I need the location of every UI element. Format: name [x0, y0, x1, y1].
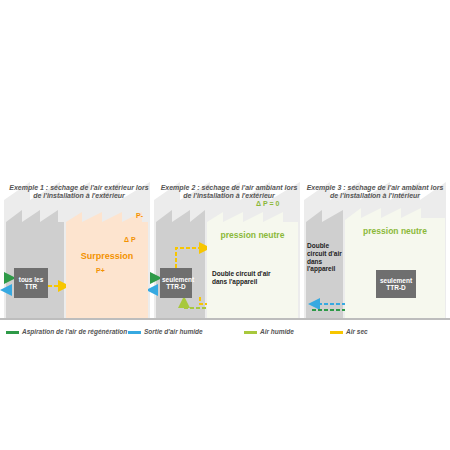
example-heading: Exemple 1 : séchage de l'air extérieur l…	[6, 184, 152, 201]
legend-swatch	[244, 331, 257, 334]
example-heading: Exemple 3 : séchage de l'air ambiant lor…	[304, 184, 446, 201]
pressure-label: P+	[96, 267, 116, 275]
note-text: Double circuit d'air dans l'appareil	[307, 242, 343, 273]
note-text: Double circuit d'air dans l'appareil	[212, 270, 286, 286]
legend-text: Aspiration de l'air de régénération	[22, 328, 127, 335]
node-text: tous les TTR	[16, 276, 46, 291]
air-connector	[176, 248, 207, 268]
room-neutral: pression neutre seulement TTR-D	[345, 223, 445, 318]
pressure-label: Δ P	[124, 236, 148, 244]
legend-text: Air sec	[346, 328, 368, 335]
pressure-label: P-	[136, 212, 150, 220]
legend-swatch	[6, 331, 19, 334]
device-box: seulement TTR-D	[160, 268, 192, 298]
legend-swatch	[128, 331, 141, 334]
example-heading: Exemple 2 : séchage de l'air ambiant lor…	[156, 184, 302, 201]
node-text: Surpression	[68, 251, 146, 261]
node-text: seulement TTR-D	[378, 277, 414, 292]
node-text: seulement TTR-D	[162, 276, 190, 291]
legend-text: Sortie d'air humide	[144, 328, 203, 335]
node-text: pression neutre	[347, 227, 443, 237]
room-overpressure: Surpression	[66, 227, 148, 318]
air-connector	[48, 285, 66, 287]
device-box: tous les TTR	[14, 268, 48, 298]
node-text: pression neutre	[209, 231, 296, 241]
pressure-label: Δ P = 0	[256, 200, 296, 208]
legend-swatch	[330, 331, 343, 334]
device-box: seulement TTR-D	[376, 270, 416, 298]
legend-text: Air humide	[260, 328, 294, 335]
